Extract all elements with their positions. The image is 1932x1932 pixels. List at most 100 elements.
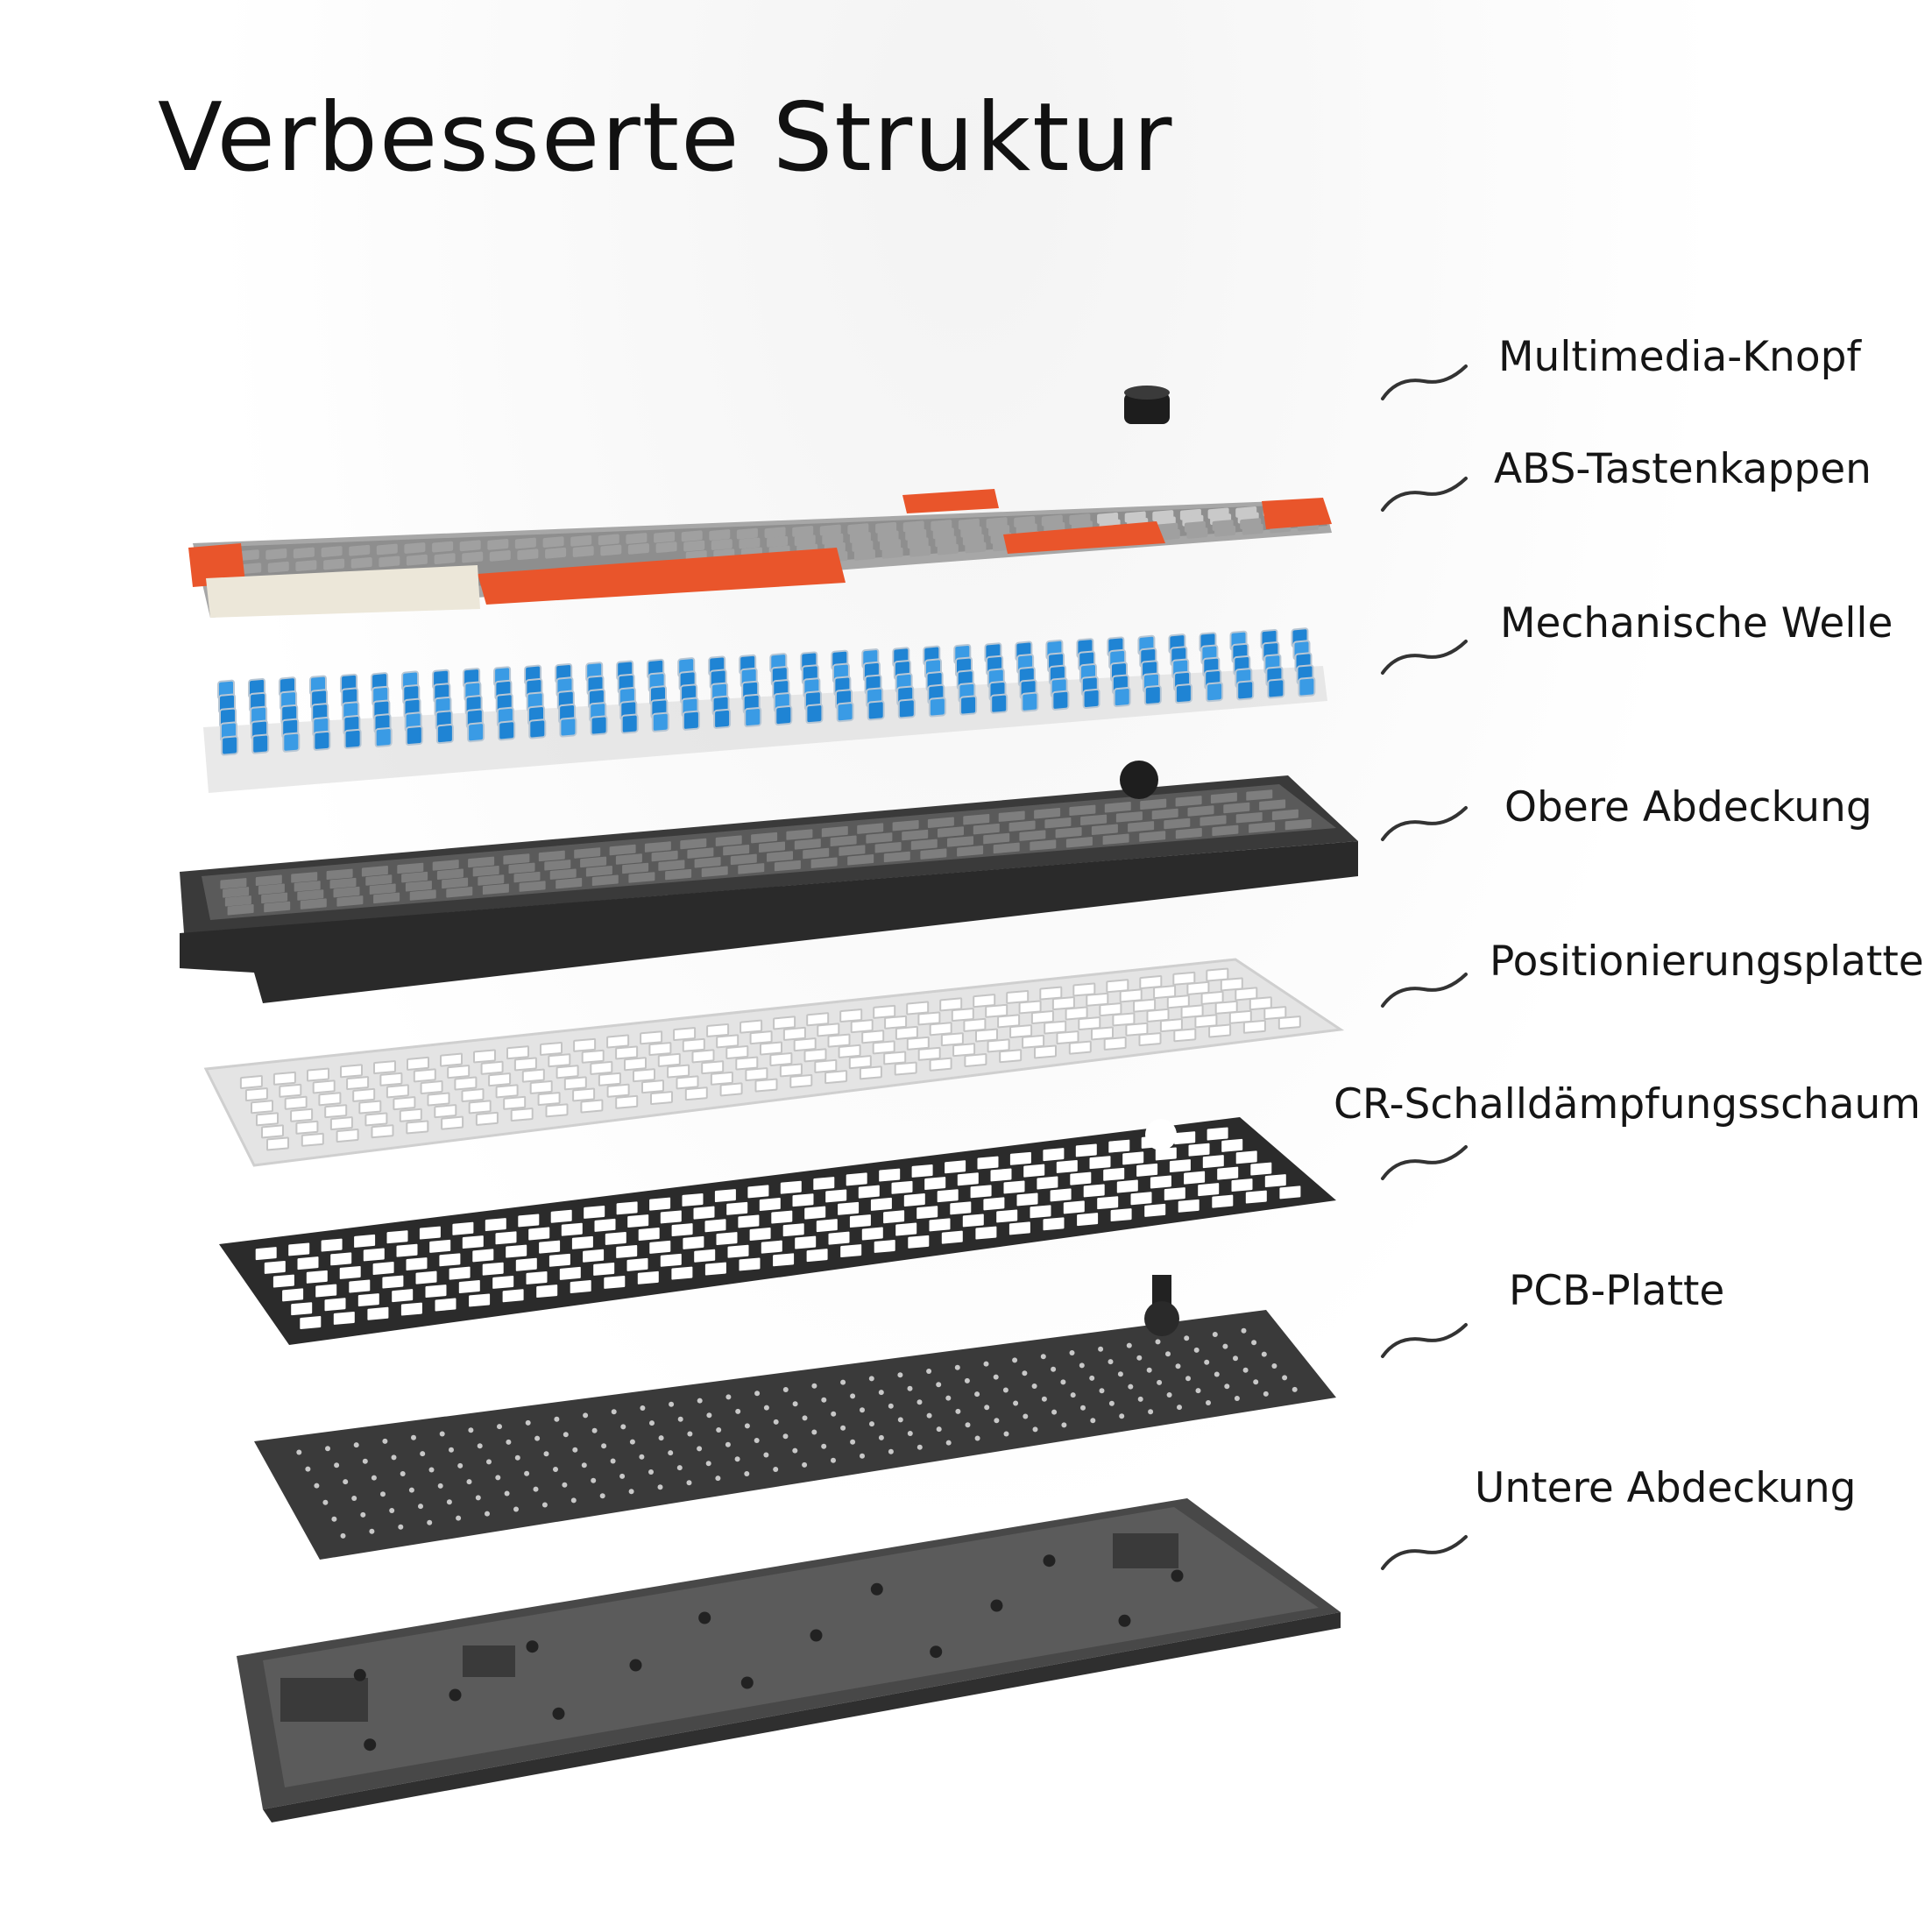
foam-cutout (357, 1293, 379, 1307)
top-cover-cell (651, 850, 678, 862)
pcb-hole (821, 1397, 827, 1403)
foam-cutout (482, 1262, 504, 1276)
pcb-hole (1136, 1355, 1143, 1361)
keycap (404, 542, 426, 554)
plate-cutout (440, 1052, 463, 1067)
diagram-title: Verbesserte Struktur (158, 83, 1174, 193)
plate-cutout (352, 1087, 376, 1102)
pcb-hole (639, 1454, 645, 1460)
foam-cutout (883, 1210, 905, 1224)
plate-cutout (1139, 975, 1163, 989)
plate-cutout (1235, 987, 1258, 1001)
plate-cutout (883, 1051, 907, 1065)
keycap (877, 530, 899, 542)
keycap (849, 532, 871, 543)
pcb-hole (620, 1424, 626, 1430)
plate-cutout (1034, 1044, 1057, 1059)
pcb-hole (1282, 1375, 1288, 1381)
plate-cutout (386, 1084, 409, 1099)
pcb-hole (907, 1385, 913, 1391)
pcb-hole (955, 1408, 961, 1414)
plate-cutout (839, 1008, 863, 1023)
plate-cutout (529, 1079, 553, 1094)
plate-cutout (244, 1087, 268, 1102)
keycap (655, 541, 677, 554)
plate-cutout (1186, 980, 1210, 995)
label-pcb-board: PCB-Platte (1509, 1267, 1725, 1315)
foam-cutout (570, 1280, 591, 1293)
plate-cutout (1086, 992, 1109, 1007)
keycap (880, 539, 902, 550)
top-cover-cell (297, 889, 324, 901)
positioning-plate-illustration (203, 958, 1345, 1167)
plate-cutout (769, 1052, 793, 1066)
foam-cutout (1030, 1205, 1051, 1219)
top-cover-cell (1034, 808, 1061, 819)
plate-cutout (513, 1057, 537, 1072)
plate-cutout (706, 1023, 730, 1037)
plate-cutout (581, 1049, 605, 1064)
plate-cutout (850, 1019, 874, 1034)
pcb-hole (1263, 1391, 1269, 1397)
pcb-hole (1012, 1357, 1018, 1363)
case-boss (740, 1676, 754, 1689)
keycap (517, 548, 539, 561)
foam-cutout (1169, 1159, 1191, 1173)
plate-cutout (1133, 998, 1157, 1013)
plate-cutout (824, 1070, 848, 1085)
keycap (907, 537, 929, 549)
case-boss (629, 1659, 642, 1672)
pcb-hole (411, 1434, 416, 1440)
case-boss (930, 1645, 943, 1659)
top-cover-cell (472, 865, 499, 877)
plate-cutout (749, 1030, 773, 1045)
foam-cutout (1144, 1203, 1166, 1217)
switch (1236, 680, 1255, 701)
switch (775, 705, 793, 726)
plate-cutout (1051, 996, 1075, 1011)
plate-cutout (1065, 1006, 1088, 1021)
plate-cutout (740, 1019, 763, 1034)
keycap (819, 524, 841, 536)
pcb-hole (1292, 1386, 1298, 1392)
top-cover-cell (220, 878, 247, 889)
pcb-hole (1032, 1426, 1038, 1433)
top-cover-cell (397, 862, 424, 874)
foam-cutout (895, 1222, 917, 1236)
pcb-hole (369, 1528, 375, 1534)
pcb-hole (504, 1490, 510, 1497)
foam-cutout (1023, 1164, 1045, 1178)
pcb-hole (811, 1429, 817, 1435)
pcb-hole (456, 1515, 462, 1521)
foam-cutout (526, 1270, 548, 1284)
pcb-hole (325, 1446, 330, 1452)
plate-cutout (1106, 979, 1129, 994)
foam-cutout (330, 1252, 352, 1266)
label-bottom-cover: Untere Abdeckung (1475, 1464, 1857, 1512)
keycap (931, 520, 952, 531)
keycap (434, 553, 456, 564)
foam-cutout (485, 1218, 506, 1232)
pcb-hole (860, 1407, 865, 1413)
foam-cutout (749, 1228, 771, 1241)
foam-cutout (425, 1284, 447, 1299)
plate-cutout (495, 1084, 519, 1099)
plate-cutout (399, 1108, 422, 1122)
keycap (794, 534, 816, 547)
top-cover-cell (1139, 831, 1166, 842)
case-boss (698, 1611, 711, 1624)
top-cover-cell (1030, 839, 1057, 851)
top-cover-cell (1175, 796, 1202, 807)
plate-cutout (906, 1001, 930, 1016)
top-cover-cell (482, 883, 509, 895)
plate-cutout (884, 1015, 908, 1030)
pcb-hole (1031, 1384, 1037, 1389)
foam-cutout (761, 1240, 782, 1254)
foam-cutout (660, 1253, 682, 1267)
pcb-hole (792, 1401, 798, 1407)
foam-cutout (354, 1234, 376, 1248)
switch (374, 726, 393, 748)
plate-cutout (929, 1057, 952, 1072)
keycap (600, 544, 622, 556)
foam-cutout (472, 1249, 494, 1263)
